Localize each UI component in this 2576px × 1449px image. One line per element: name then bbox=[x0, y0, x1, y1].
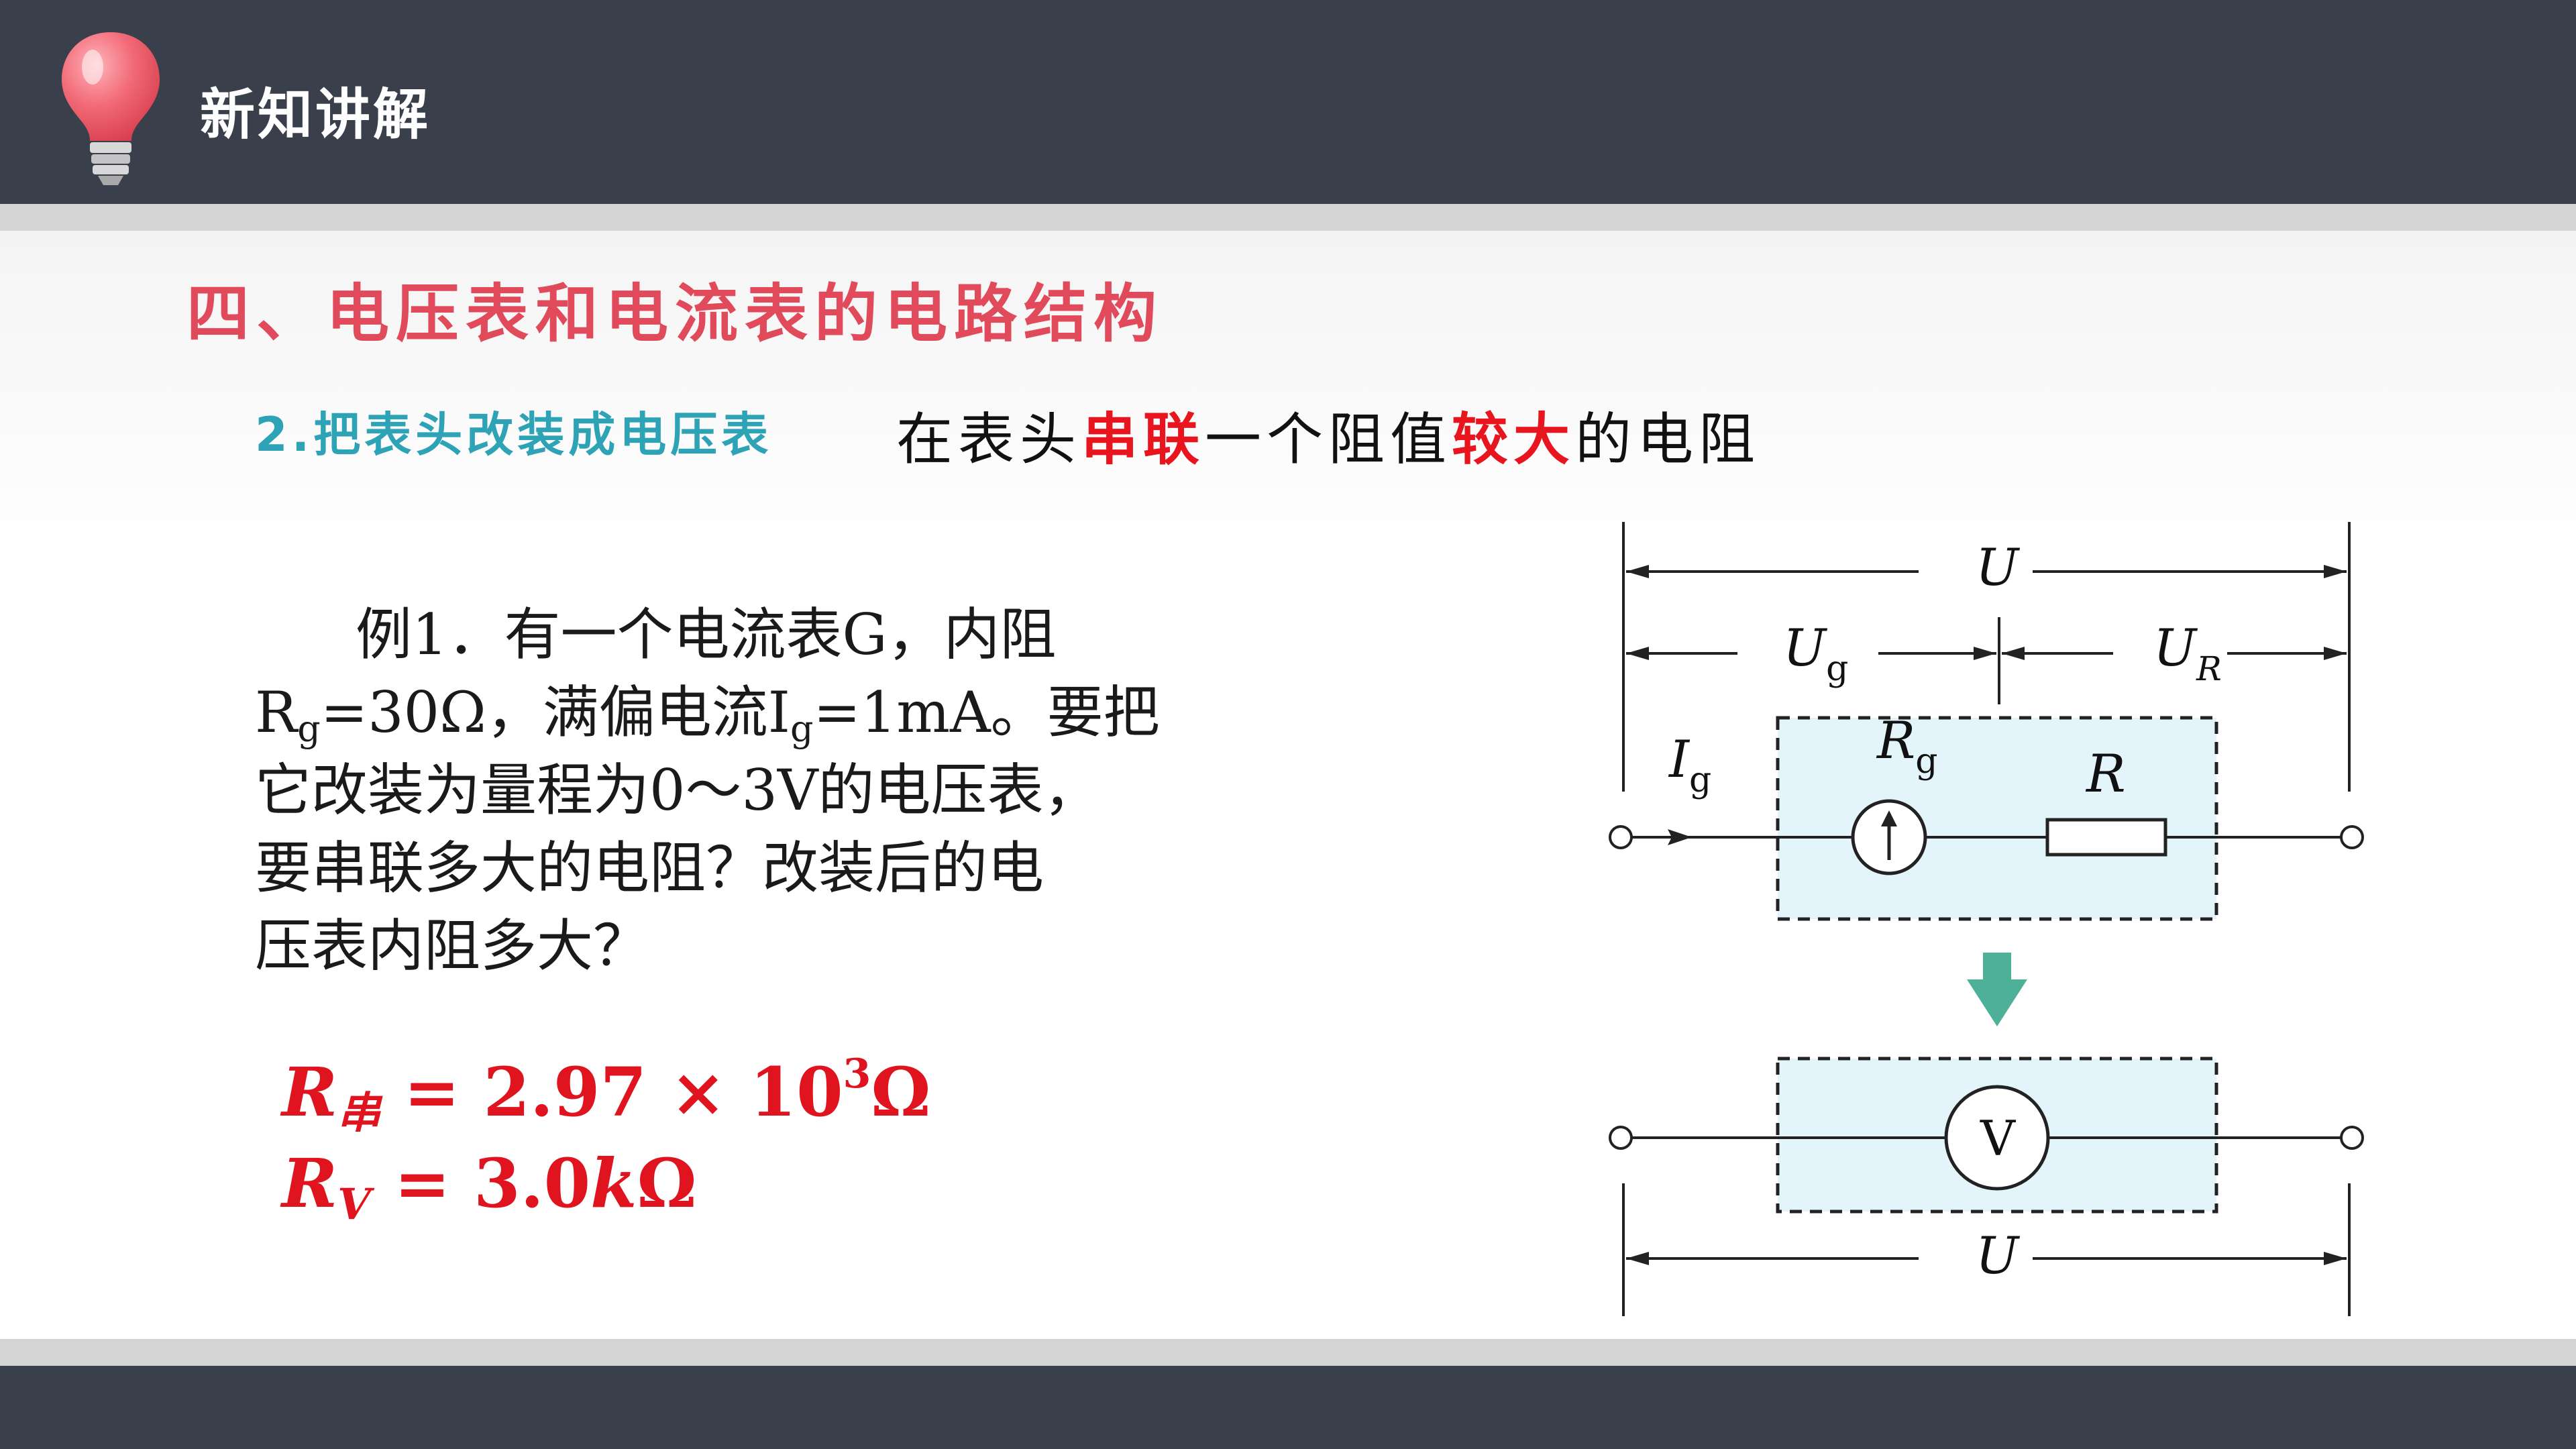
example-line: 例1．有一个电流表G，内阻 bbox=[356, 602, 1057, 667]
subsection-heading: 2.把表头改装成电压表 bbox=[255, 407, 773, 462]
label-U-top: U bbox=[1976, 537, 2021, 597]
label-UR: UR bbox=[2153, 618, 2222, 688]
terminal-left-bottom bbox=[1609, 1126, 1633, 1150]
statement-text: 在表头 bbox=[896, 407, 1082, 472]
statement-text: 的电阻 bbox=[1575, 407, 1761, 472]
label-voltmeter: V bbox=[1980, 1110, 2017, 1167]
label-Ig: Ig bbox=[1668, 729, 1711, 800]
label-Rg: Rg bbox=[1876, 710, 1938, 782]
example-problem: 例1．有一个电流表G，内阻 Rg=30Ω，满偏电流Ig=1mA。要把 它改装为量… bbox=[255, 596, 1181, 985]
header-divider bbox=[0, 204, 2576, 231]
footer-divider bbox=[0, 1339, 2576, 1366]
terminal-right-bottom bbox=[2340, 1126, 2364, 1150]
example-line: Rg=30Ω，满偏电流Ig=1mA。要把 bbox=[255, 680, 1160, 750]
footer-bar bbox=[0, 1366, 2576, 1449]
answers: R串 = 2.97 × 103Ω RV = 3.0kΩ bbox=[282, 1046, 930, 1229]
section-title: 四、电压表和电流表的电路结构 bbox=[186, 278, 1164, 351]
header-bar bbox=[0, 0, 2576, 204]
header-title: 新知讲解 bbox=[200, 83, 431, 147]
answer-series-resistance: R串 = 2.97 × 103Ω bbox=[282, 1051, 931, 1138]
statement-highlight-series: 串联 bbox=[1081, 406, 1205, 472]
example-line: 它改装为量程为0～3V的电压表， bbox=[255, 757, 1100, 823]
terminal-right-top bbox=[2340, 825, 2364, 849]
voltmeter bbox=[1944, 1085, 2050, 1191]
resistor-R bbox=[2045, 818, 2167, 857]
circuit-diagram: U Ug UR Ig Rg R V U bbox=[1609, 522, 2364, 1316]
current-arrow bbox=[1668, 829, 1692, 845]
example-line: 压表内阻多大？ bbox=[255, 913, 650, 979]
transform-arrow bbox=[1967, 953, 2027, 1026]
statement-highlight-large: 较大 bbox=[1452, 406, 1576, 472]
terminal-left-top bbox=[1609, 825, 1633, 849]
answer-voltmeter-resistance: RV = 3.0kΩ bbox=[282, 1144, 697, 1230]
example-line: 要串联多大的电阻？改装后的电 bbox=[255, 835, 1044, 901]
statement-text: 一个阻值 bbox=[1205, 407, 1452, 472]
lightbulb-icon bbox=[62, 32, 160, 185]
label-Ug: Ug bbox=[1783, 618, 1848, 689]
label-R: R bbox=[2085, 744, 2126, 804]
label-U-bottom: U bbox=[1976, 1226, 2021, 1285]
key-statement: 在表头串联一个阻值较大的电阻 bbox=[896, 394, 1760, 476]
